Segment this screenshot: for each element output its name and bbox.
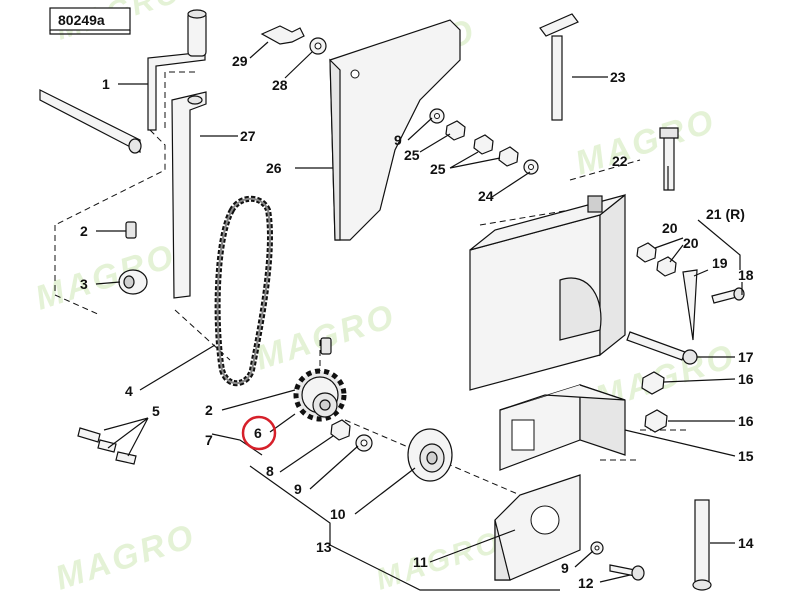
callout-6: 6 (254, 425, 262, 441)
callout-3: 3 (80, 276, 88, 292)
callout-11: 11 (413, 554, 428, 570)
part-nut-8 (330, 419, 351, 441)
part-tkey-23 (539, 13, 579, 121)
callout-26: 26 (266, 160, 282, 176)
part-nut-16a (641, 371, 665, 395)
callout-20: 20 (683, 235, 699, 251)
part-bearing-10 (407, 428, 453, 482)
callout-18: 18 (738, 267, 754, 283)
part-bolt-18 (711, 287, 745, 304)
part-wing-screw-29 (260, 25, 305, 45)
callout-17: 17 (738, 349, 754, 365)
part-blade-19 (682, 269, 698, 341)
part-tube-15 (499, 384, 626, 471)
callout-10: 10 (330, 506, 346, 522)
part-nut-20b (656, 256, 677, 277)
part-washer-28 (309, 37, 327, 55)
callout-9: 9 (561, 560, 569, 576)
callout-2: 2 (80, 223, 88, 239)
diagram-code-label: 80249a (49, 7, 131, 35)
callout-5: 5 (152, 403, 160, 419)
part-bracket-26 (329, 19, 461, 241)
callout-15: 15 (738, 448, 754, 464)
part-bolt-12 (609, 564, 645, 581)
part-rod-1 (147, 51, 206, 131)
part-chain-4 (214, 195, 273, 387)
callout-21: 21 (R) (706, 206, 745, 222)
part-nut-25c (498, 146, 519, 167)
part-bolt-17 (626, 331, 698, 365)
callout-22: 22 (612, 153, 628, 169)
callout-labels: 1 2 3 4 5 2 7 6 8 9 10 13 11 9 12 14 15 … (80, 53, 754, 591)
callout-1: 1 (102, 76, 110, 92)
callout-9: 9 (294, 481, 302, 497)
callout-14: 14 (738, 535, 754, 551)
callout-20: 20 (662, 220, 678, 236)
part-chain-links-5 (77, 427, 137, 465)
callout-23: 23 (610, 69, 626, 85)
callout-28: 28 (272, 77, 288, 93)
callout-4: 4 (125, 383, 133, 399)
part-sprocket-6 (293, 368, 347, 422)
part-housing-21 (469, 193, 626, 391)
callout-27: 27 (240, 128, 256, 144)
callout-25: 25 (430, 161, 446, 177)
watermark-text: MAGRO (372, 525, 506, 597)
part-washer-9a (355, 434, 373, 452)
part-bar-27 (171, 91, 207, 299)
part-bolt-14 (692, 499, 712, 591)
part-setscrew-2 (125, 221, 137, 239)
highlight-ring (241, 415, 277, 451)
part-nut-16b (644, 409, 668, 433)
part-collar-3 (118, 269, 148, 295)
callout-19: 19 (712, 255, 728, 271)
watermark-text: MAGRO (251, 297, 401, 378)
callout-9: 9 (394, 132, 402, 148)
callout-29: 29 (232, 53, 248, 69)
watermark-text: MAGRO (571, 102, 721, 183)
part-crank (187, 9, 207, 57)
watermark-text: MAGRO (51, 517, 201, 598)
part-washer-9c (590, 541, 604, 555)
part-bracket-11 (494, 474, 581, 581)
leader-lines (95, 41, 743, 591)
part-shaft (39, 89, 142, 154)
watermark-text: MAGRO (31, 237, 181, 318)
callout-8: 8 (266, 463, 274, 479)
part-nut-25a (445, 120, 466, 141)
part-washer-9b (429, 108, 445, 124)
part-nut-25b (473, 134, 494, 155)
callout-13: 13 (316, 539, 332, 555)
callout-16: 16 (738, 413, 754, 429)
diagram-code: 80249a (58, 12, 105, 28)
callout-7: 7 (205, 432, 213, 448)
part-washer-24 (523, 159, 539, 175)
callout-12: 12 (578, 575, 594, 591)
part-setscrew-2b (320, 337, 332, 355)
part-bolt-22 (659, 127, 679, 191)
callout-2: 2 (205, 402, 213, 418)
callout-16: 16 (738, 371, 754, 387)
part-nut-20a (636, 242, 657, 263)
callout-25: 25 (404, 147, 420, 163)
callout-24: 24 (478, 188, 494, 204)
